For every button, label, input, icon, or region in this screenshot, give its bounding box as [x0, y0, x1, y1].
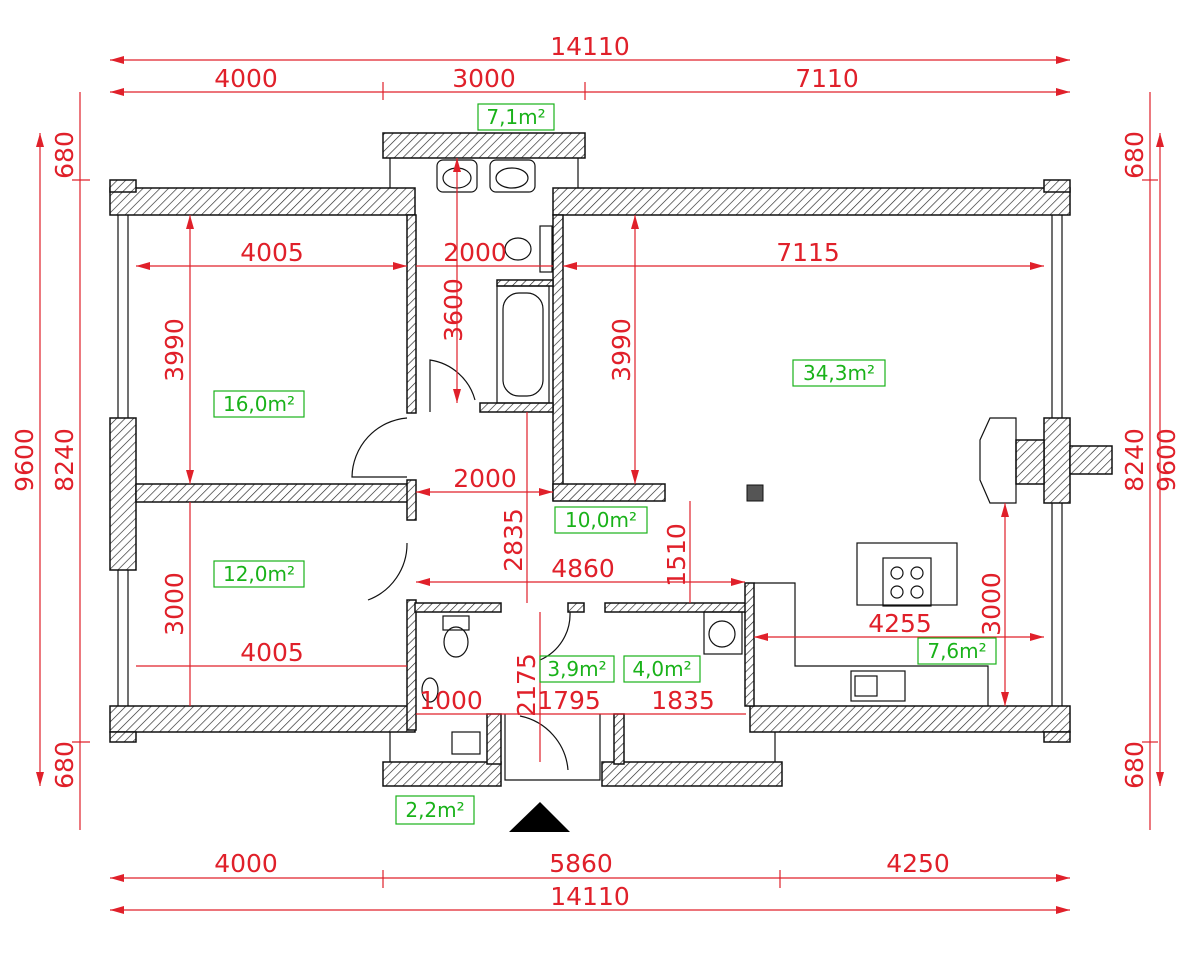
- dimension-lines: [39, 59, 1161, 911]
- dim-top-total: 14110: [550, 32, 630, 61]
- dim-bottom-3: 4250: [886, 849, 950, 878]
- dim-entry-width: 1795: [537, 686, 601, 715]
- dim-bottom-1: 4000: [214, 849, 278, 878]
- dim-living-width: 7115: [776, 238, 840, 267]
- area-room2: 12,0m²: [223, 562, 295, 586]
- dim-entry-height: 2175: [512, 653, 541, 717]
- dim-hall-long: 4860: [551, 554, 615, 583]
- dim-living-height: 3990: [607, 318, 636, 382]
- dim-left-total: 9600: [10, 428, 39, 492]
- dim-bath-height: 3600: [439, 278, 468, 342]
- area-utility: 4,0m²: [632, 657, 691, 681]
- dim-wc-width: 1000: [419, 686, 483, 715]
- dim-bottom-total: 14110: [550, 882, 630, 911]
- dim-right-mid: 8240: [1120, 428, 1149, 492]
- dim-left-top: 680: [50, 131, 79, 179]
- dim-right-top: 680: [1120, 131, 1149, 179]
- dim-left-bottom: 680: [50, 741, 79, 789]
- windows: [117, 158, 1063, 762]
- area-living: 34,3m²: [803, 361, 875, 385]
- dim-top-3: 7110: [795, 64, 859, 93]
- area-room1: 16,0m²: [223, 392, 295, 416]
- dim-top-2: 3000: [452, 64, 516, 93]
- dim-kitchen-height: 3000: [977, 572, 1006, 636]
- area-wc: 3,9m²: [547, 657, 606, 681]
- dim-top-1: 4000: [214, 64, 278, 93]
- dim-room2-width: 4005: [240, 638, 304, 667]
- dim-bottom-2: 5860: [549, 849, 613, 878]
- dim-hall-short: 1510: [662, 523, 691, 587]
- dim-room1-height: 3990: [160, 318, 189, 382]
- dimension-labels: 14110 4000 3000 7110 4000 5860 4250 1411…: [10, 32, 1181, 911]
- dim-storage-width: 1835: [651, 686, 715, 715]
- area-vestibule: 2,2m²: [405, 798, 464, 822]
- walls: [109, 132, 1113, 787]
- area-bathroom: 7,1m²: [486, 105, 545, 129]
- area-kitchen: 7,6m²: [927, 639, 986, 663]
- doors: [351, 359, 601, 781]
- dim-right-bottom: 680: [1120, 741, 1149, 789]
- dim-right-total: 9600: [1152, 428, 1181, 492]
- dim-hall-width: 2000: [453, 464, 517, 493]
- dim-room1-width: 4005: [240, 238, 304, 267]
- area-labels: 7,1m² 16,0m² 12,0m² 34,3m² 10,0m² 3,9m² …: [213, 103, 997, 825]
- dim-bath-width: 2000: [443, 238, 507, 267]
- dimension-arrows: [36, 56, 1164, 914]
- dim-hall-height: 2835: [499, 508, 528, 572]
- area-hall: 10,0m²: [565, 508, 637, 532]
- dim-kitchen-width: 4255: [868, 609, 932, 638]
- dim-left-mid: 8240: [50, 428, 79, 492]
- dim-room2-height: 3000: [160, 572, 189, 636]
